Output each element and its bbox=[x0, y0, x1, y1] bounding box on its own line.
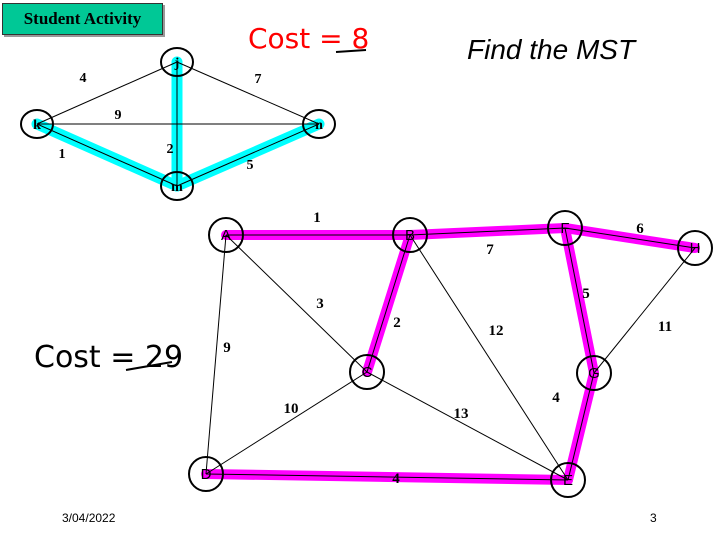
small-cost-underline bbox=[335, 49, 367, 53]
big-cost-annotation: Cost = 29 bbox=[34, 340, 183, 375]
node-label-j: j bbox=[174, 56, 180, 71]
edge-D-E bbox=[205, 473, 569, 481]
edge-weight-m-n: 5 bbox=[247, 158, 254, 173]
edge-B-C bbox=[366, 234, 411, 373]
edge-B-E bbox=[409, 234, 569, 481]
node-m bbox=[160, 171, 194, 201]
node-label-H: H bbox=[690, 240, 701, 257]
slide-date: 3/04/2022 bbox=[62, 511, 116, 525]
page-number: 3 bbox=[650, 511, 657, 525]
edge-weight-C-D: 10 bbox=[284, 401, 299, 417]
edge-B-F bbox=[409, 227, 566, 236]
node-label-n: n bbox=[315, 118, 323, 133]
big-cost-underline bbox=[125, 361, 173, 371]
edge-A-C bbox=[225, 234, 368, 373]
node-D bbox=[188, 456, 224, 492]
edge-j-n bbox=[176, 61, 320, 125]
edge-F-H bbox=[564, 227, 696, 249]
node-label-k: k bbox=[33, 118, 41, 133]
edge-j-k bbox=[36, 61, 178, 125]
edge-weight-G-E: 4 bbox=[552, 390, 560, 406]
edge-weight-A-D: 9 bbox=[223, 340, 231, 356]
node-H bbox=[677, 230, 713, 266]
node-B bbox=[392, 217, 428, 253]
edge-weight-k-n: 9 bbox=[115, 108, 122, 123]
edge-weight-B-E: 12 bbox=[489, 323, 504, 339]
edge-weight-k-m: 1 bbox=[59, 147, 66, 162]
edge-C-D bbox=[205, 371, 368, 475]
edge-C-E bbox=[366, 371, 569, 481]
node-k bbox=[20, 109, 54, 139]
edge-weight-j-m: 2 bbox=[167, 142, 174, 157]
edge-weight-H-G: 11 bbox=[658, 319, 672, 335]
node-A bbox=[208, 217, 244, 253]
edge-weight-B-F: 7 bbox=[486, 242, 494, 258]
edge-weight-A-B: 1 bbox=[313, 210, 321, 226]
node-label-G: G bbox=[588, 365, 600, 382]
student-activity-badge: Student Activity bbox=[2, 3, 163, 35]
edge-weight-A-C: 3 bbox=[316, 296, 324, 312]
edge-weight-F-G: 5 bbox=[582, 286, 590, 302]
edge-weight-B-C: 2 bbox=[393, 315, 401, 331]
edge-k-m bbox=[36, 123, 178, 187]
node-label-B: B bbox=[405, 227, 415, 244]
node-G bbox=[576, 355, 612, 391]
node-label-C: C bbox=[362, 364, 373, 381]
edge-weight-C-E: 13 bbox=[454, 406, 469, 422]
node-label-E: E bbox=[563, 472, 573, 489]
edge-F-G bbox=[564, 227, 595, 374]
node-F bbox=[547, 210, 583, 246]
edge-weight-D-E: 4 bbox=[392, 471, 400, 487]
node-j bbox=[160, 47, 194, 77]
edge-G-E bbox=[567, 372, 595, 481]
small-cost-annotation: Cost = 8 bbox=[248, 22, 369, 55]
edge-m-n bbox=[176, 123, 320, 187]
slide-title: Find the MST bbox=[467, 34, 636, 65]
node-n bbox=[302, 109, 336, 139]
node-C bbox=[349, 354, 385, 390]
edge-weight-j-k: 4 bbox=[80, 71, 87, 86]
node-label-A: A bbox=[221, 227, 231, 244]
edge-weight-F-H: 6 bbox=[636, 221, 644, 237]
node-label-F: F bbox=[560, 220, 569, 237]
edge-H-G bbox=[593, 247, 696, 374]
node-E bbox=[550, 462, 586, 498]
node-label-D: D bbox=[201, 466, 212, 483]
node-label-m: m bbox=[171, 180, 183, 195]
edge-A-D bbox=[205, 234, 227, 475]
edge-weight-j-n: 7 bbox=[255, 72, 262, 87]
